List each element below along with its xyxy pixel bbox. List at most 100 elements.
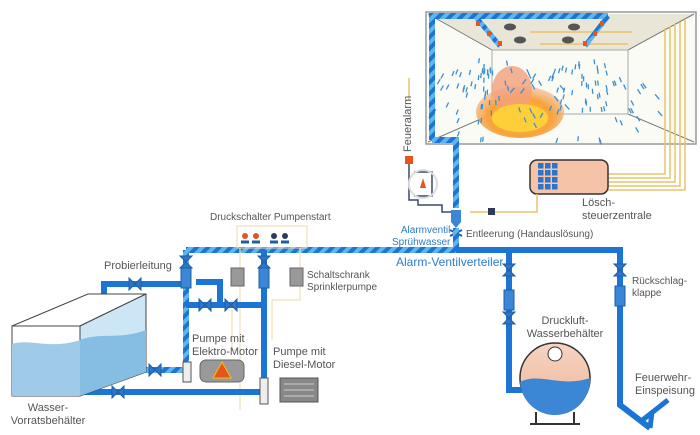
water-drop [605, 84, 608, 91]
water-drop [598, 92, 601, 98]
keypad-key [538, 163, 544, 169]
water-drop [477, 75, 480, 81]
feueralarm-label: Feueralarm [402, 95, 414, 152]
gate-valve-icon [224, 297, 238, 313]
water-drop [455, 69, 459, 75]
water-drop [596, 94, 599, 100]
water-drop [480, 73, 482, 79]
water-drop [474, 84, 477, 90]
water-drop [531, 84, 536, 90]
water-drop [605, 101, 608, 107]
gate-valve-icon [501, 263, 517, 277]
water-drop [562, 94, 565, 100]
rueckschlagklappe-label: Rückschlag- klappe [632, 276, 688, 299]
pressure-water-tank [519, 342, 591, 425]
gate-valve-icon [128, 276, 142, 292]
water-drop [462, 84, 466, 91]
water-drop [574, 64, 577, 70]
water-drop [571, 69, 574, 75]
water-drop [556, 87, 560, 93]
water-drop [506, 85, 510, 91]
keypad-key [545, 184, 551, 190]
water-drop [635, 127, 640, 133]
water-drop [636, 115, 641, 122]
water-drop [521, 78, 527, 85]
water-drop [605, 70, 608, 76]
water-drop [480, 104, 483, 110]
water-drop [553, 68, 557, 74]
water-drop [614, 116, 618, 123]
gate-valve-icon [501, 311, 517, 325]
keypad-key [552, 184, 558, 190]
water-drop [533, 122, 538, 129]
water-drop [551, 76, 555, 82]
water-drop [479, 137, 482, 143]
water-drop [456, 83, 460, 89]
water-drop [654, 93, 660, 100]
water-drop [498, 95, 501, 101]
water-drop [509, 87, 516, 94]
water-drop [571, 90, 574, 96]
water-drop [562, 87, 566, 93]
water-drop [465, 87, 468, 93]
water-drop [529, 107, 533, 114]
water-drop [436, 78, 441, 85]
wasser-vorratsbehaelter-label: Wasser- Vorratsbehälter [10, 402, 86, 427]
keypad-key [552, 170, 558, 176]
gate-valve-icon [612, 263, 628, 277]
water-drop [612, 81, 615, 87]
water-drop [538, 80, 543, 86]
water-drop [600, 106, 603, 113]
control-cabinet-icon [289, 267, 304, 287]
sprinkler-head-icon [476, 21, 604, 46]
druckluft-wasserbehaelter-label: Druckluft- Wasserbehälter [526, 315, 604, 340]
signal-box [488, 208, 495, 215]
water-drop [596, 65, 599, 71]
water-drop [465, 92, 469, 98]
water-drop [640, 83, 645, 90]
water-drop [605, 89, 609, 96]
water-drop [564, 67, 568, 73]
water-drop [530, 78, 535, 85]
feuerwehr-einspeisung-label: Feuerwehr- Einspeisung [635, 372, 695, 397]
water-drop [532, 73, 537, 79]
water-drop [532, 113, 536, 119]
water-drop [623, 84, 627, 90]
water-drop [636, 88, 642, 95]
schaltschrank-label: Schaltschrank Sprinklerpumpe [307, 270, 378, 293]
water-drop [556, 109, 560, 115]
water-drop [630, 108, 635, 114]
water-drop [657, 110, 663, 117]
electric-motor-icon [182, 359, 245, 383]
loeschsteuerzentrale-label: Lösch- steuerzentrale [582, 197, 652, 222]
water-drop [630, 100, 635, 106]
water-drop [559, 105, 563, 111]
gate-valve-icon [178, 255, 194, 269]
keypad-key [538, 177, 544, 183]
water-drop [504, 80, 507, 86]
water-drop [455, 109, 459, 115]
gate-valve-icons [111, 255, 628, 400]
water-drop [598, 137, 601, 143]
gate-valve-icon [256, 255, 272, 269]
water-drop [470, 81, 473, 87]
gate-valve-icon [111, 384, 125, 400]
keypad-key [538, 170, 544, 176]
water-drop [539, 112, 544, 119]
water-drop [520, 88, 525, 94]
water-drop [478, 58, 480, 64]
alarm-bell-icon [408, 169, 438, 199]
water-drop [618, 76, 622, 83]
water-drop [547, 75, 552, 82]
keypad-icon [538, 163, 558, 190]
water-drop [628, 108, 632, 114]
smoke-detector-icon [504, 23, 580, 44]
water-drop [523, 117, 527, 123]
water-drop [477, 119, 480, 125]
water-drop [445, 84, 450, 90]
water-drop [594, 80, 597, 86]
water-drop [526, 69, 530, 75]
water-drop [518, 107, 522, 113]
gate-valve-icon [198, 297, 212, 313]
water-drop [456, 131, 460, 137]
